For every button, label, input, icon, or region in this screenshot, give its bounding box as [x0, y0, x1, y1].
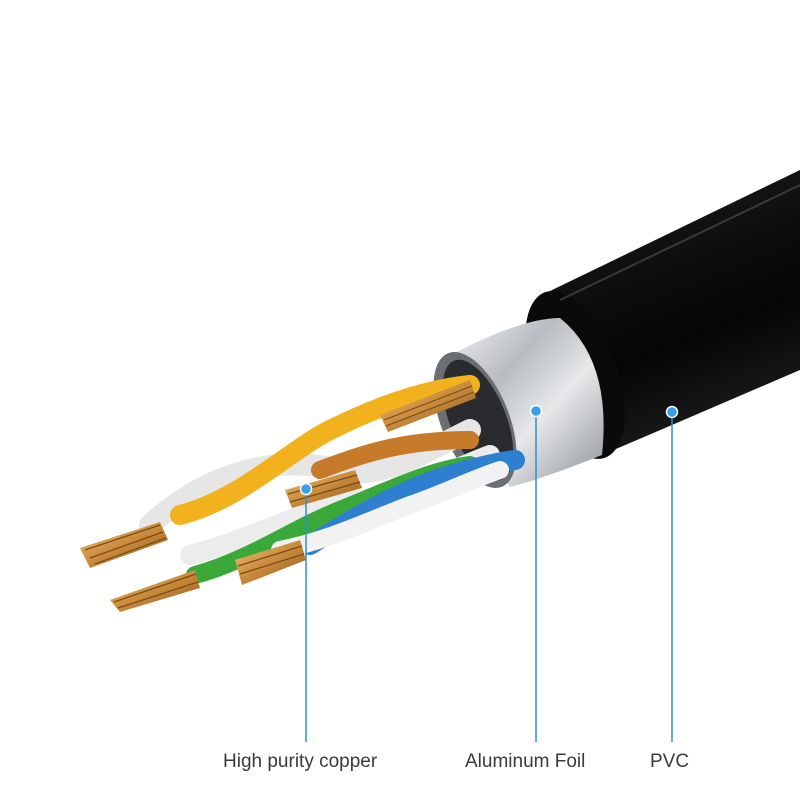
orange-wire: [170, 375, 480, 525]
callout-pvc-dot: [665, 405, 679, 419]
callout-copper-dot: [299, 482, 313, 496]
label-high-purity-copper: High purity copper: [223, 751, 378, 772]
callout-copper: [299, 482, 313, 742]
twisted-pairs: [139, 375, 525, 584]
callout-foil-dot: [529, 404, 543, 418]
white-wire-3: [271, 461, 509, 559]
label-pvc: PVC: [650, 751, 690, 772]
copper-strands: [80, 380, 476, 612]
callout-foil: [529, 404, 543, 742]
callout-pvc: [665, 405, 679, 742]
label-aluminum-foil: Aluminum Foil: [465, 751, 586, 772]
brown-wire: [311, 431, 479, 479]
